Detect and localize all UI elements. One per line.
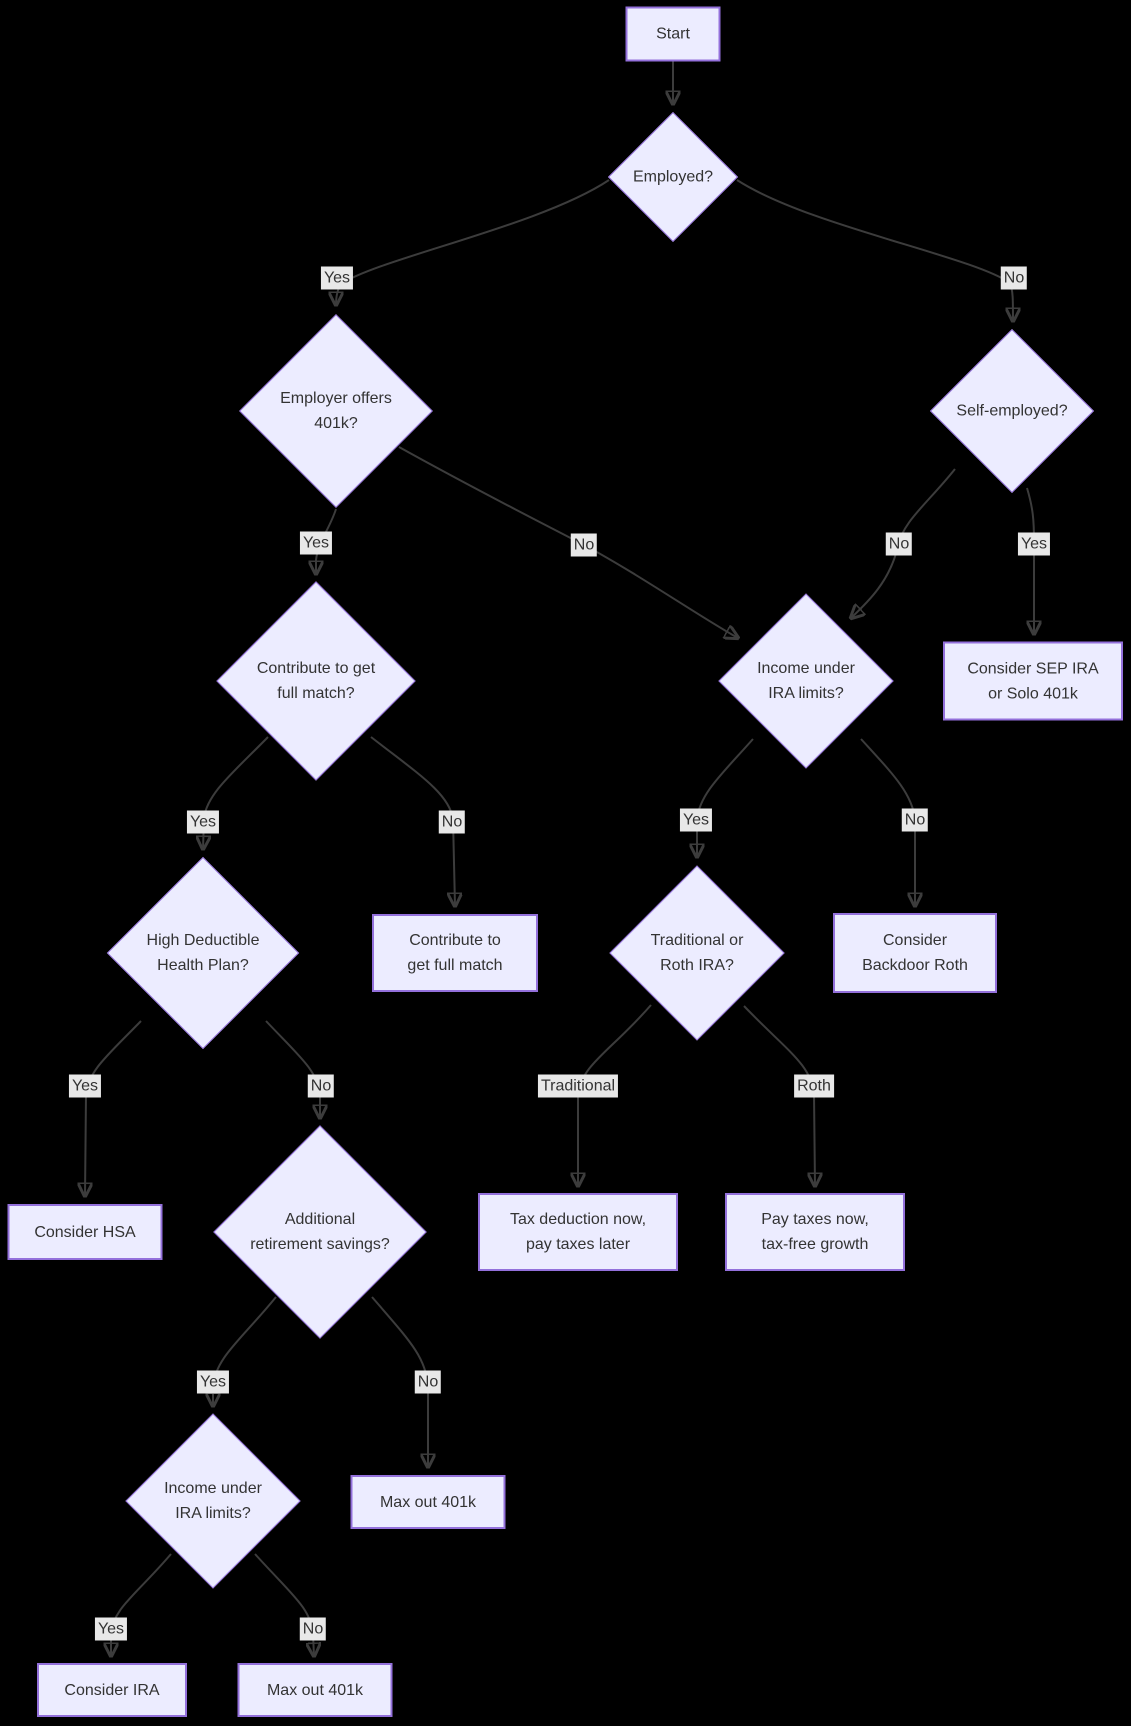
node-contribute-match-label: Contribute to get full match [407,932,503,974]
node-consider-hsa: Consider HSA [7,1204,163,1260]
edge-employed-no-selfemployed [736,179,1013,321]
node-trad-or-roth-label: Traditional or Roth IRA? [650,932,744,974]
edge-label-incomeira-no: No [901,808,929,832]
node-pay-taxes-now-label: Pay taxes now, tax-free growth [761,1211,869,1253]
edge-label-incomeira2-no: No [299,1617,327,1641]
node-pay-taxes-now: Pay taxes now, tax-free growth [725,1193,905,1271]
node-max-out-401k-b: Max out 401k [237,1663,393,1717]
edge-selfemployed-yes-sepira [1026,487,1034,634]
node-tax-deduction-label: Tax deduction now, pay taxes later [509,1211,647,1253]
node-income-ira-main-label: Income under IRA limits? [757,660,855,702]
edge-label-additionalsavings-no: No [414,1370,442,1394]
edge-label-incomeira2-yes: Yes [94,1617,128,1641]
edge-label-additionalsavings-yes: Yes [196,1370,230,1394]
edge-label-employed-no: No [1000,266,1028,290]
edge-label-tradroth-roth: Roth [794,1074,834,1098]
node-consider-ira-label: Consider IRA [64,1681,160,1699]
node-max-out-401k-b-label: Max out 401k [266,1681,364,1699]
edge-incomeira2-yes-considerira [111,1553,172,1656]
node-consider-sep-ira-label: Consider SEP IRA or Solo 401k [967,660,1099,702]
node-consider-hsa-label: Consider HSA [34,1223,136,1241]
node-employer-401k-label: Employer offers 401k? [280,390,392,432]
edge-employer401k-no-incomeira [398,446,738,638]
node-backdoor-roth-label: Consider Backdoor Roth [862,932,968,974]
edge-incomeira-yes-tradroth [697,738,754,857]
node-tax-deduction: Tax deduction now, pay taxes later [478,1193,678,1271]
edge-label-contributematchq-yes: Yes [186,810,220,834]
node-additional-savings-label: Additional retirement savings? [250,1211,390,1253]
edge-label-hdhp-yes: Yes [68,1074,102,1098]
node-hdhp-label: High Deductible Health Plan? [146,932,260,974]
edge-hdhp-yes-considerhsa [85,1020,142,1196]
edge-label-hdhp-no: No [307,1074,335,1098]
edge-label-selfemployed-no: No [885,532,913,556]
node-max-out-401k-a: Max out 401k [350,1475,506,1529]
edge-incomeira2-no-maxout401k-b [254,1553,314,1656]
node-start: Start [625,6,721,62]
node-start-label: Start [656,25,690,43]
node-backdoor-roth: Consider Backdoor Roth [833,913,997,993]
node-self-employed-label: Self-employed? [956,402,1068,420]
edge-label-incomeira-yes: Yes [679,808,713,832]
edge-label-tradroth-traditional: Traditional [537,1074,619,1098]
edge-label-selfemployed-yes: Yes [1017,532,1051,556]
node-contribute-match-q-label: Contribute to get full match? [256,660,376,702]
node-max-out-401k-a-label: Max out 401k [379,1493,477,1511]
edge-hdhp-no-additionalsavings [265,1020,320,1118]
edge-employed-yes-employer401k [336,179,610,305]
node-contribute-match: Contribute to get full match [372,914,538,992]
node-consider-ira: Consider IRA [37,1663,187,1717]
node-consider-sep-ira: Consider SEP IRA or Solo 401k [943,641,1123,721]
edge-label-employed-yes: Yes [320,266,354,290]
node-income-ira-2-label: Income under IRA limits? [164,1480,262,1522]
edge-label-employer401k-no: No [570,533,598,557]
node-employed-label: Employed? [632,168,714,186]
edge-label-employer401k-yes: Yes [299,531,333,555]
edge-label-contributematchq-no: No [438,810,466,834]
